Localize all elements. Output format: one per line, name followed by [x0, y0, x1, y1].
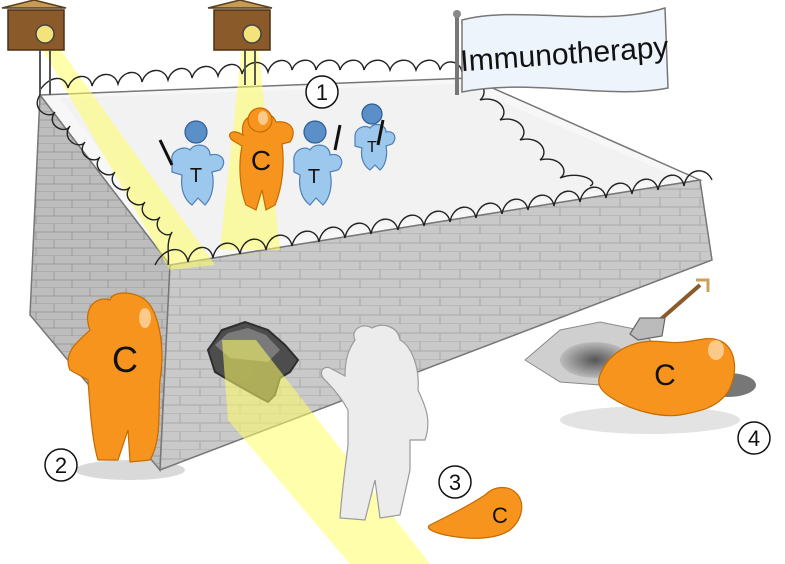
marker-2: 2: [44, 448, 78, 482]
shovel-icon: [629, 317, 666, 341]
flag: Immunotherapy: [453, 6, 669, 95]
marker-4: 4: [737, 421, 771, 455]
c-cell-label: C: [654, 359, 676, 392]
t-cell-label: T: [367, 139, 377, 156]
c-cell-label: C: [251, 145, 271, 176]
svg-text:3: 3: [449, 470, 461, 495]
cancer-cell-imprisoned: C: [229, 107, 294, 211]
flag-icon: [461, 6, 669, 93]
watchtower-center: [207, 0, 273, 85]
baton-icon: [376, 119, 385, 146]
c-cell-label: C: [112, 339, 138, 380]
t-cell-label: T: [190, 165, 202, 187]
watchtower-icon: [1, 0, 67, 9]
shovel: [629, 278, 710, 341]
cancer-cell-hiding: C: [67, 292, 163, 463]
marker-3: 3: [438, 465, 472, 499]
baton-icon: [158, 139, 174, 166]
t-cell-label: T: [308, 166, 320, 188]
svg-text:2: 2: [55, 453, 67, 478]
c-cell-label: C: [492, 503, 508, 528]
cancer-cell-melting: C: [427, 486, 523, 539]
t-cell-guard-1: T: [158, 120, 225, 206]
marker-1: 1: [305, 75, 339, 109]
t-cell-guard-2: T: [293, 120, 343, 206]
svg-text:4: 4: [748, 426, 760, 451]
t-cell-guard-3: T: [354, 103, 396, 171]
ghost-cell: [320, 324, 429, 521]
cancer-cell-tunneling: C: [598, 338, 736, 417]
svg-text:1: 1: [316, 80, 328, 105]
watchtower-icon: [207, 0, 273, 9]
spotlight-icon: [242, 24, 262, 44]
baton-icon: [333, 124, 342, 151]
spotlight-icon: [35, 24, 55, 44]
watchtower-left: [1, 0, 67, 95]
